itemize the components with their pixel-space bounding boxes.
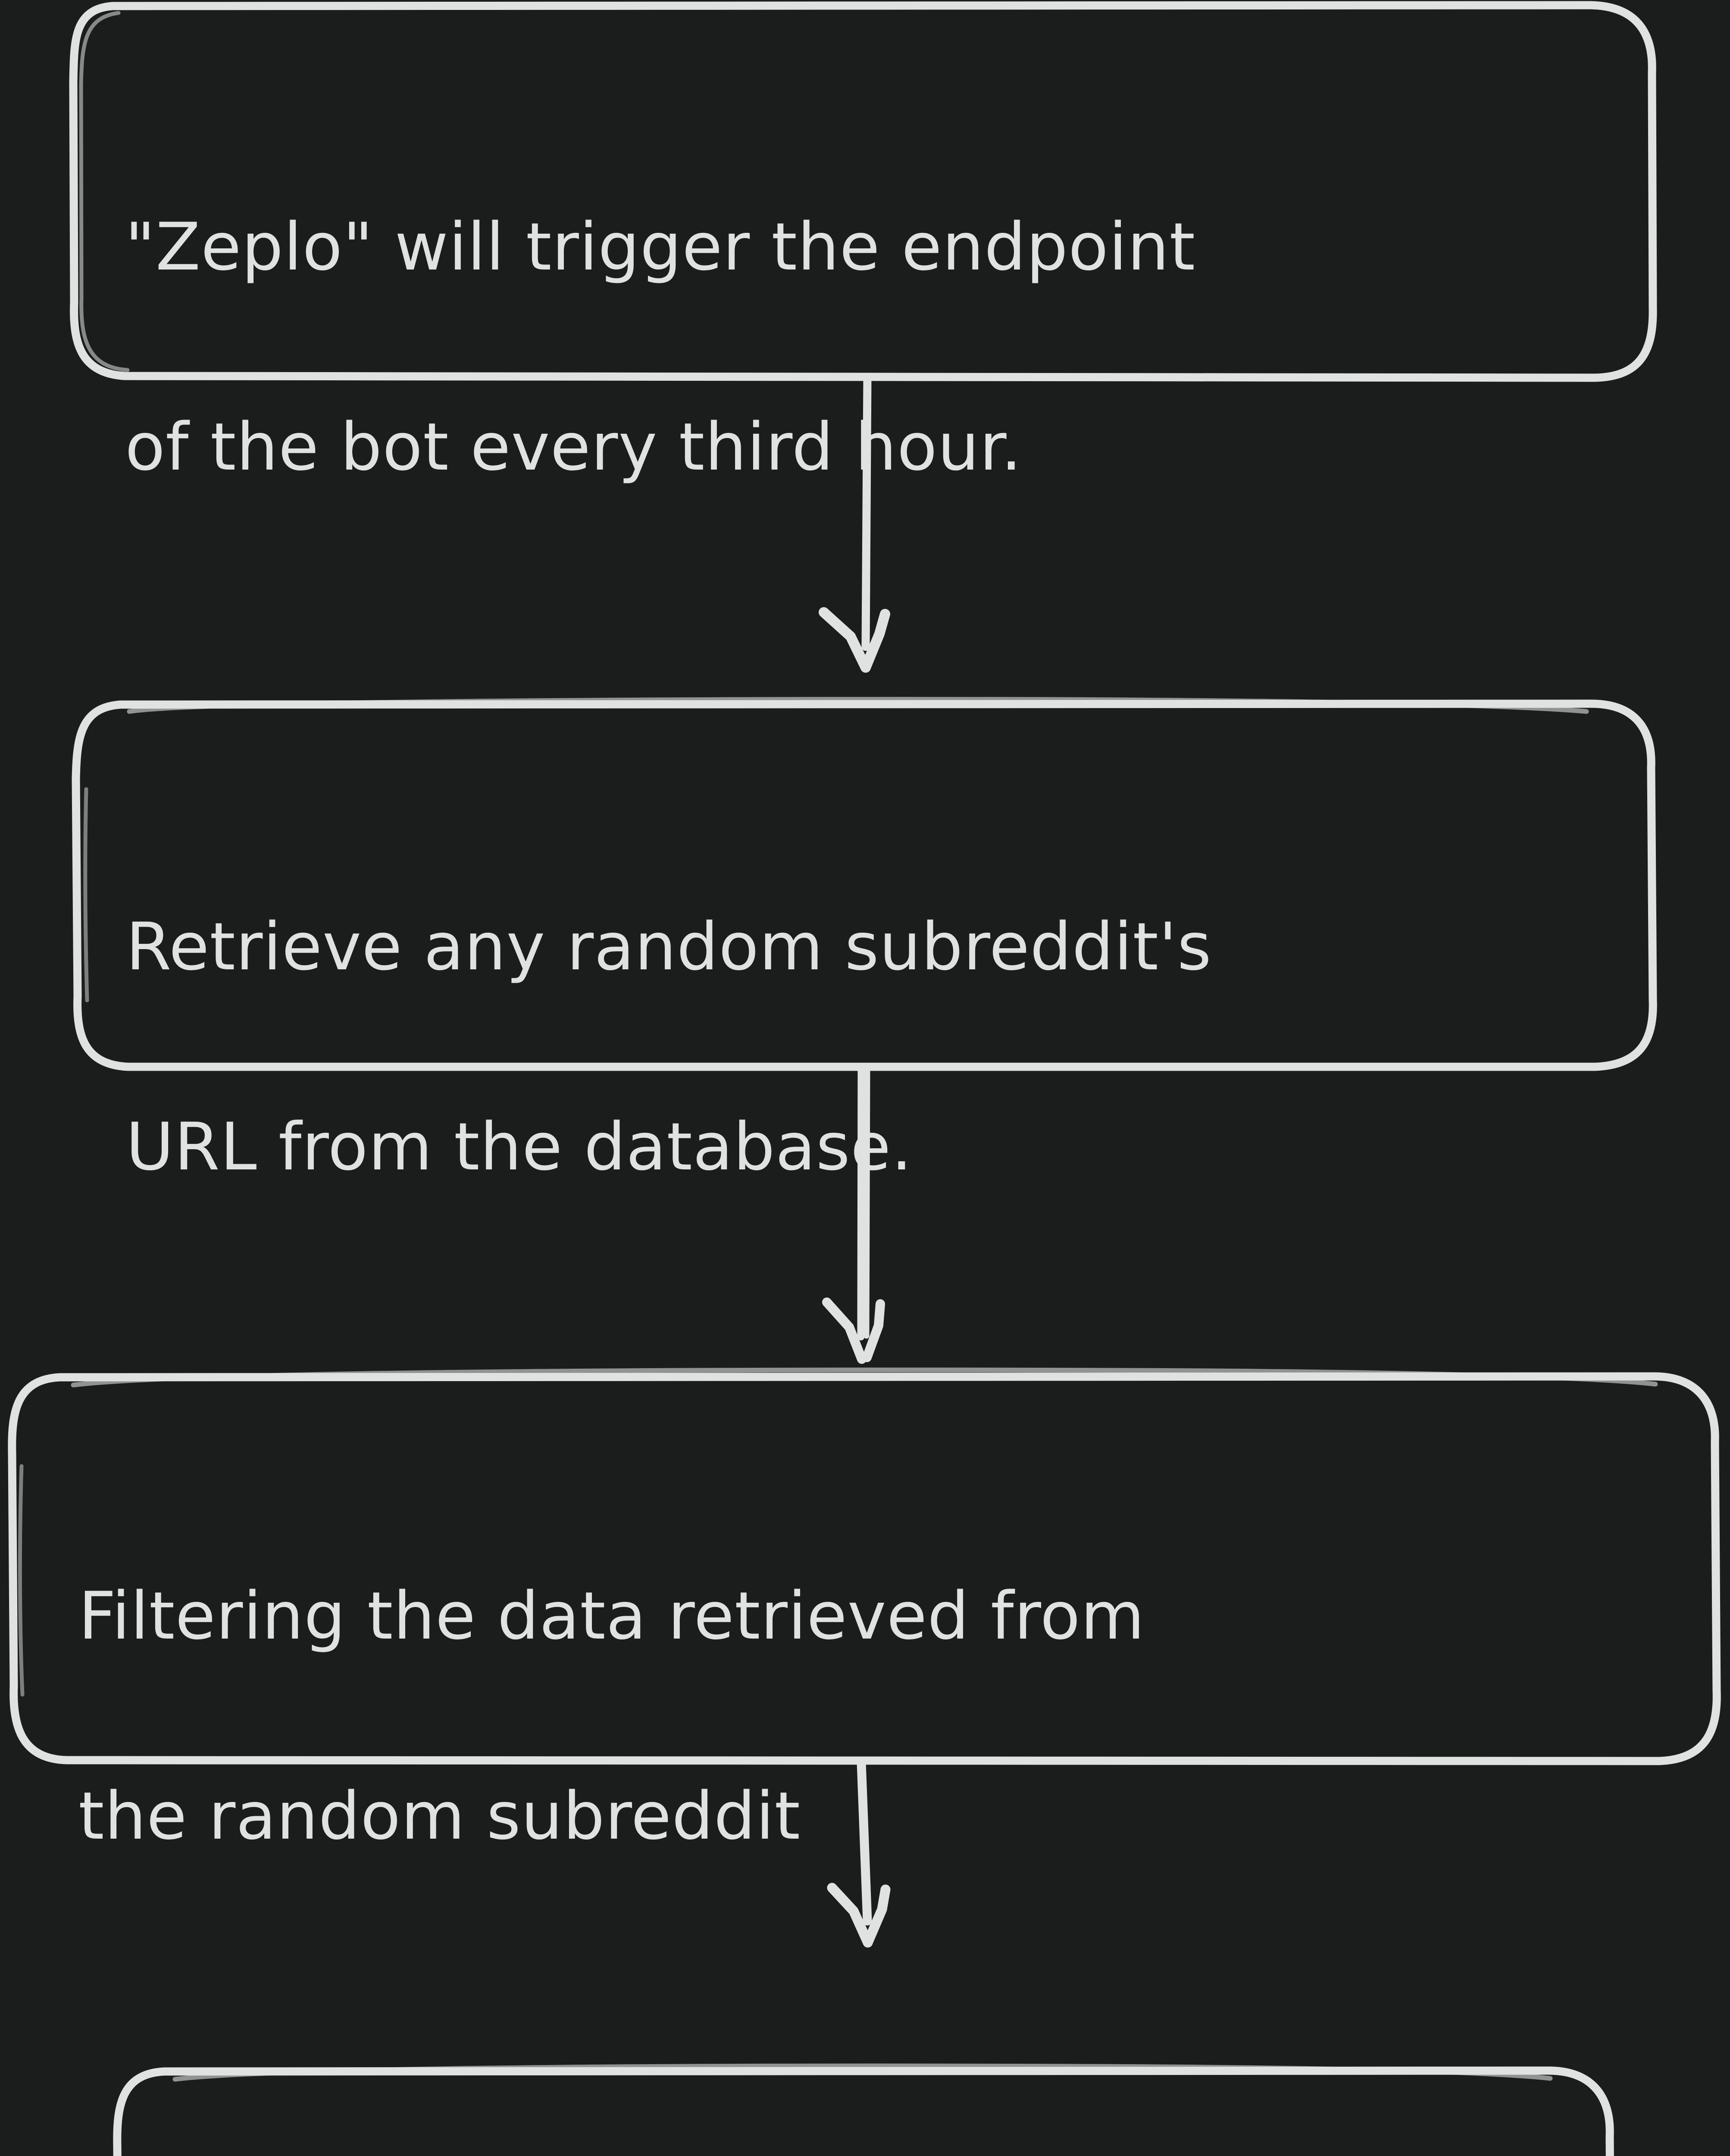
node-trigger-shape[interactable]	[69, 1, 1657, 382]
edge-2-arrow	[822, 1065, 885, 1364]
node-retrieve-shape[interactable]	[72, 697, 1657, 1071]
edge-3-arrow	[827, 1758, 891, 1948]
node-post-shape[interactable]	[113, 2063, 1614, 2156]
node-filter-shape[interactable]	[8, 1367, 1721, 1765]
edge-1-arrow	[819, 374, 890, 673]
